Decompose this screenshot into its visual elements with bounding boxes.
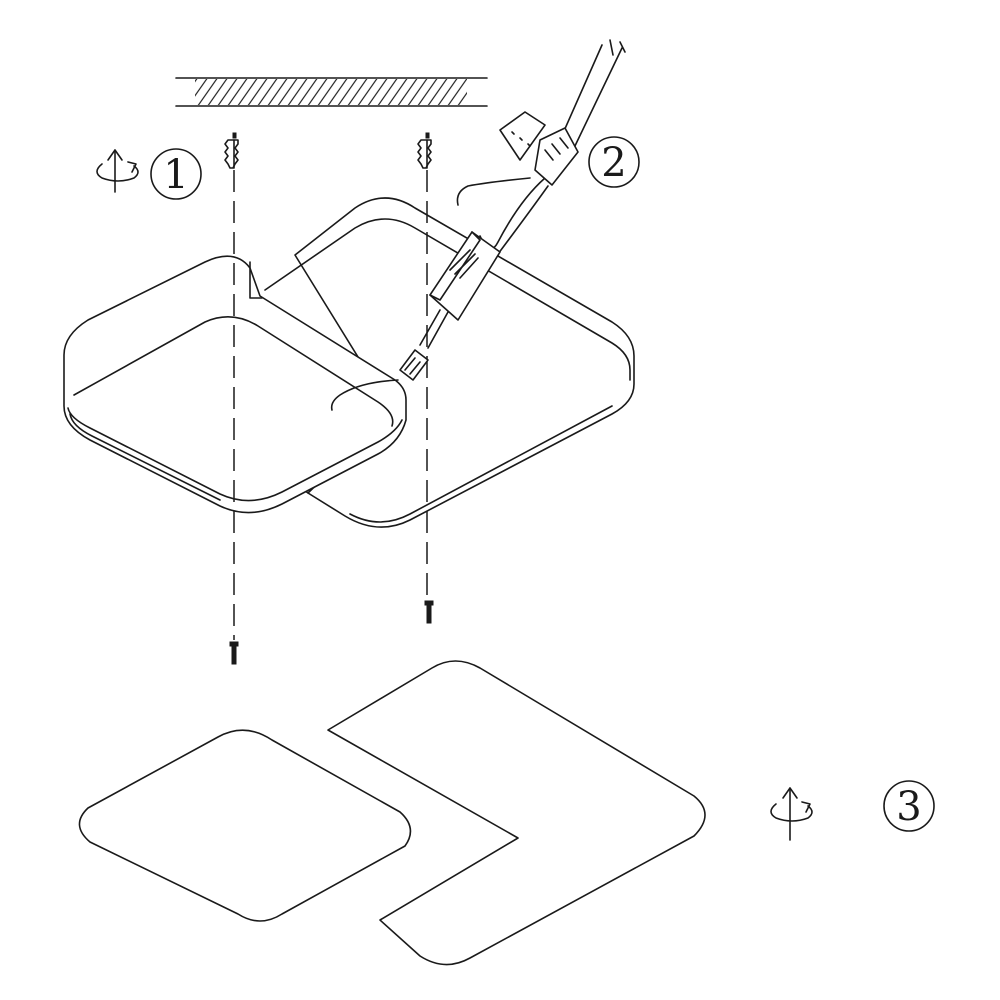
svg-text:2: 2 bbox=[601, 140, 626, 186]
connector bbox=[399, 349, 429, 381]
diffuser-left bbox=[78, 729, 412, 922]
wall-anchor-right bbox=[417, 132, 432, 169]
led-driver bbox=[429, 231, 501, 321]
step-marker-1: 1 bbox=[150, 148, 202, 200]
lamp-body bbox=[63, 197, 635, 528]
diffuser-right bbox=[327, 660, 706, 966]
terminal-block bbox=[499, 111, 579, 186]
screw-right bbox=[424, 600, 434, 624]
wiring bbox=[330, 39, 626, 411]
svg-text:1: 1 bbox=[163, 152, 188, 198]
rotate-icon bbox=[770, 787, 813, 841]
svg-text:3: 3 bbox=[896, 784, 921, 830]
ceiling bbox=[175, 77, 488, 107]
wall-anchor-left bbox=[224, 132, 239, 169]
rotate-icon bbox=[96, 149, 139, 193]
step-marker-3: 3 bbox=[883, 780, 935, 832]
screw-left bbox=[229, 641, 239, 665]
step-marker-2: 2 bbox=[588, 136, 640, 188]
